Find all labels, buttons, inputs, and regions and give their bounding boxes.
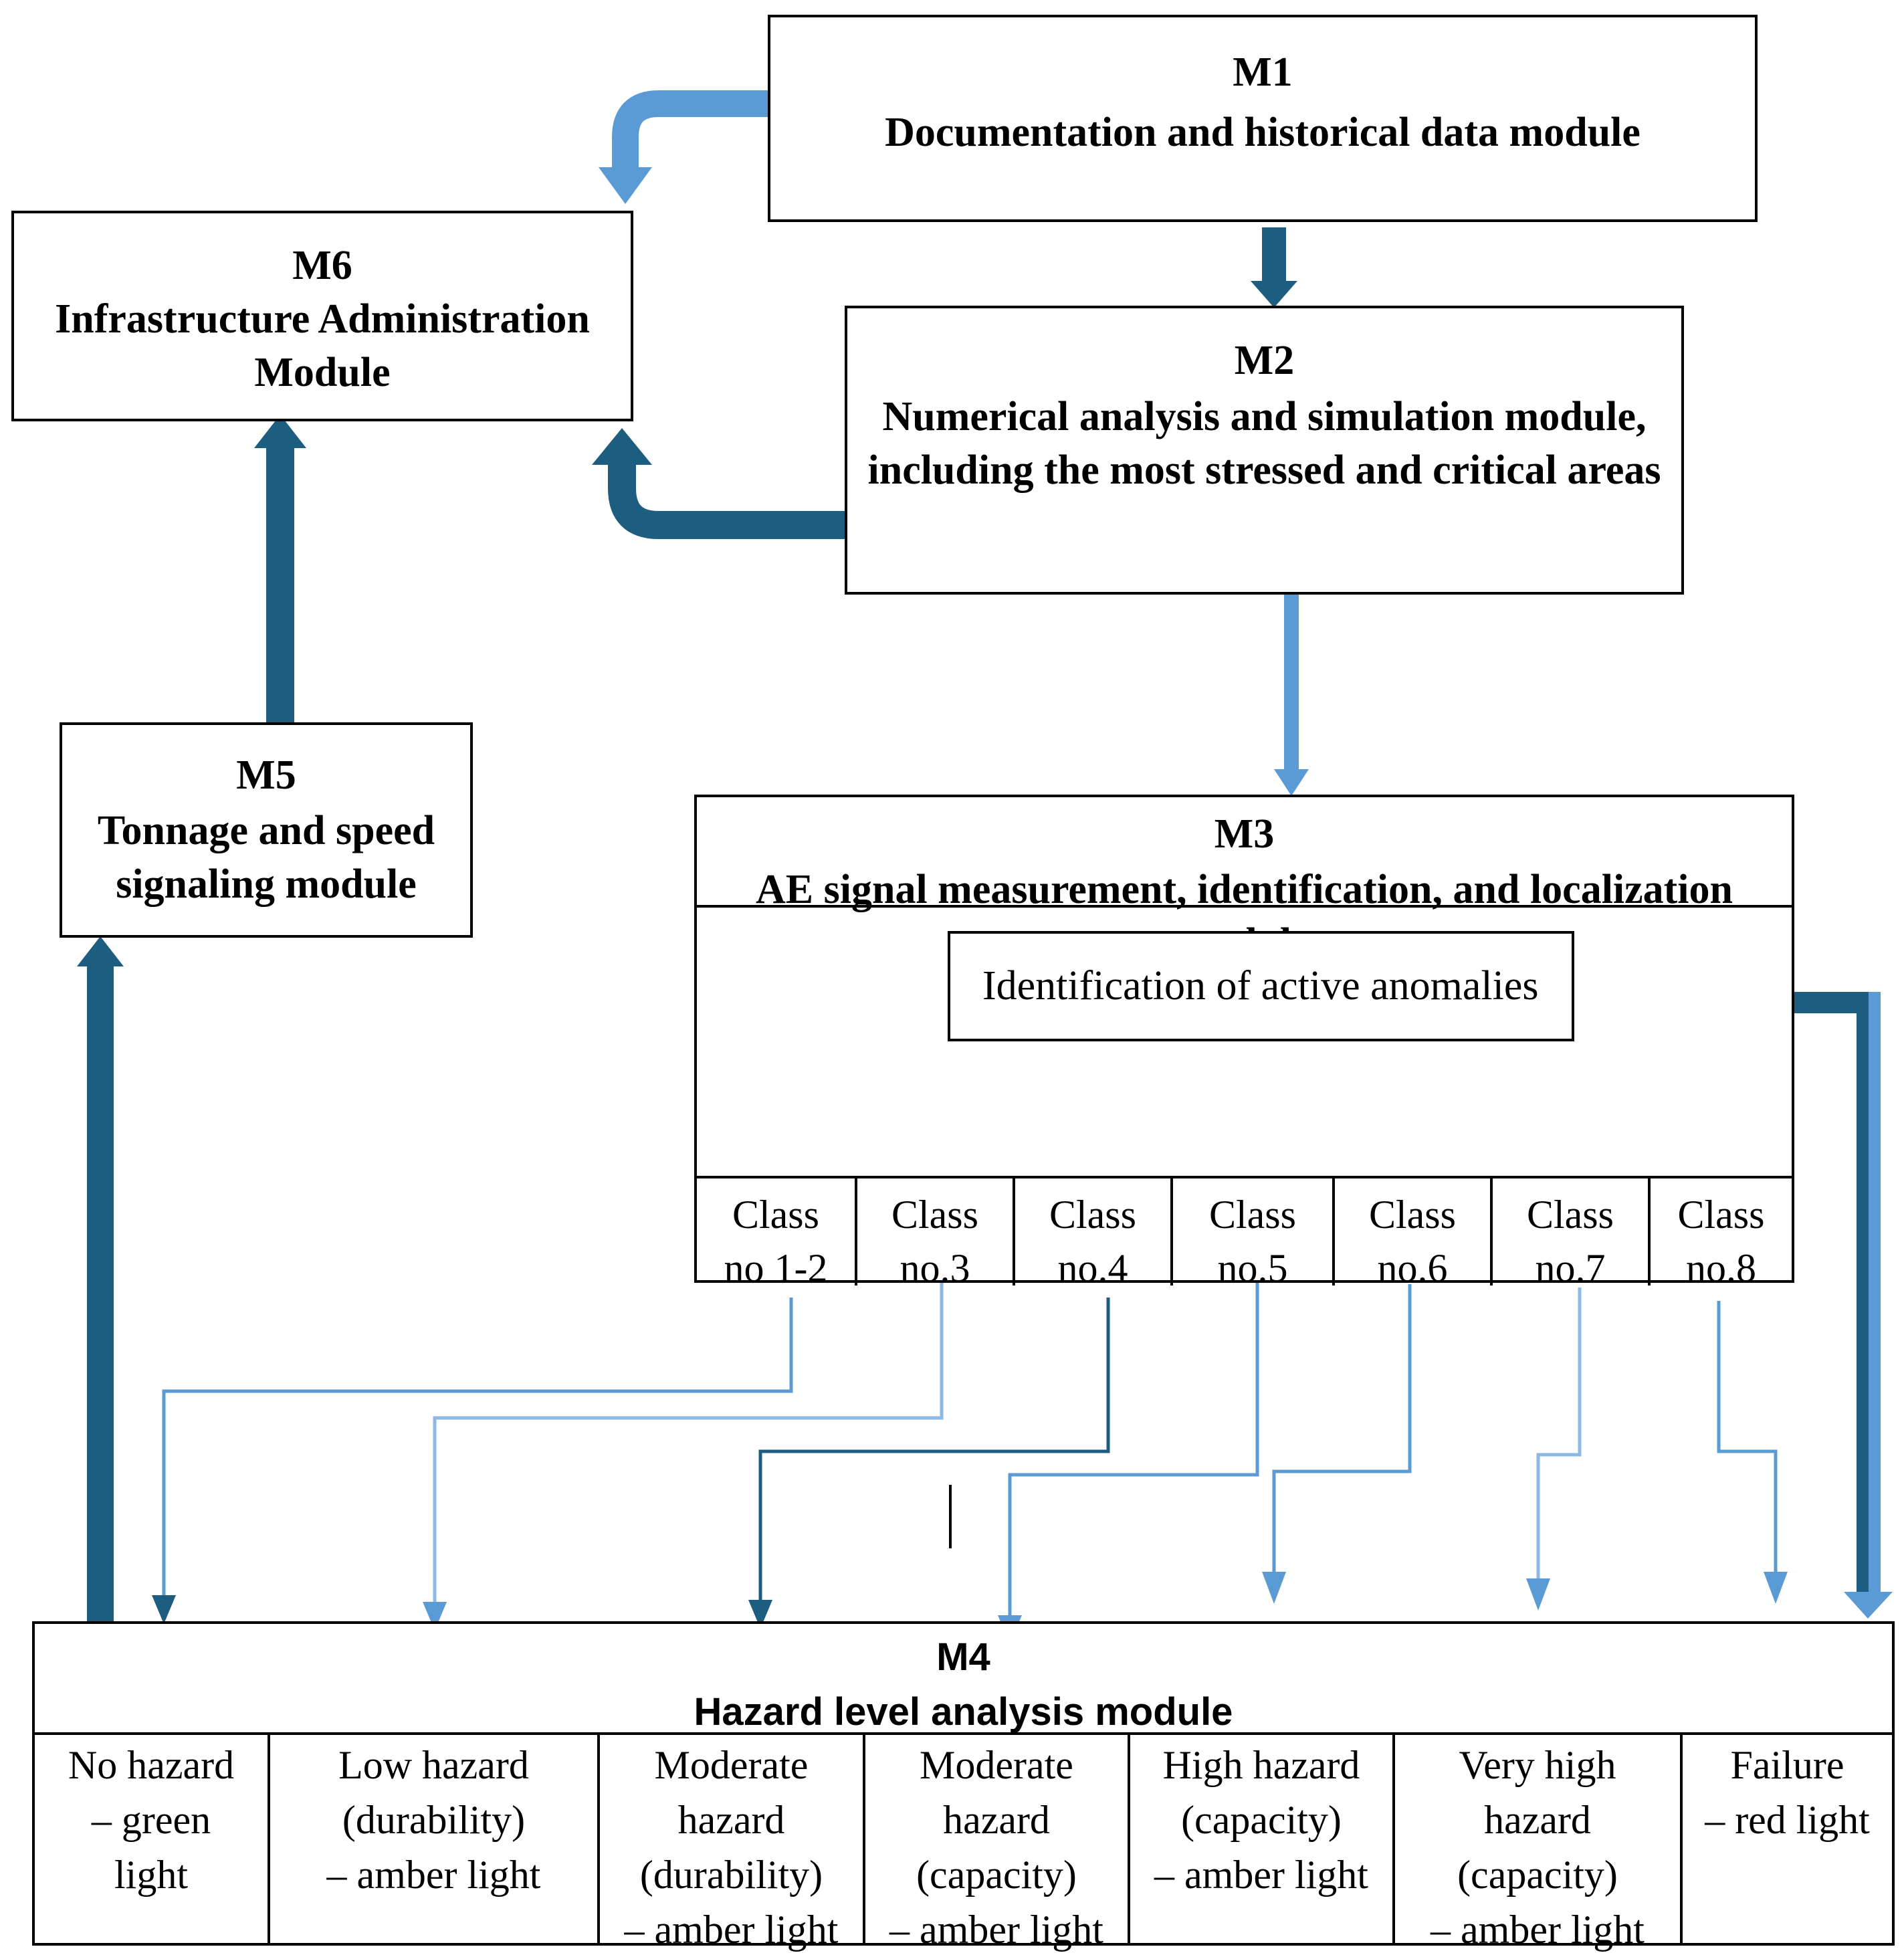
m6-name-line2: Module (254, 350, 391, 395)
hazard-high-capacity: High hazard (capacity) – amber light (1130, 1735, 1395, 1946)
m1-name: Documentation and historical data module (885, 110, 1641, 155)
class-label: Class (1526, 1193, 1614, 1237)
class-cell-3: Class no.3 (857, 1178, 1015, 1290)
arrow-m4-to-m5 (77, 936, 124, 1685)
m2-name-line2: including the most stressed and critical… (867, 447, 1661, 493)
class-cell-7: Class no.7 (1493, 1178, 1651, 1290)
hazard-line: (capacity) (1457, 1853, 1618, 1897)
m3-identification-label: Identification of active anomalies (982, 963, 1539, 1009)
hazard-line: – amber light (1154, 1853, 1368, 1897)
arrow-m1-to-m2 (1251, 227, 1297, 308)
hazard-line: hazard (677, 1798, 785, 1842)
m2-name-line1: Numerical analysis and simulation module… (882, 394, 1647, 439)
m4-name: Hazard level analysis module (694, 1690, 1233, 1734)
module-m3: M3 AE signal measurement, identification… (694, 795, 1794, 1290)
hazard-line: (durability) (639, 1853, 823, 1897)
hazard-line: Failure (1730, 1743, 1844, 1787)
m6-code: M6 (292, 243, 352, 288)
hazard-moderate-durability: Moderate hazard (durability) – amber light (600, 1735, 865, 1952)
hazard-line: Low hazard (338, 1743, 529, 1787)
m4-code: M4 (936, 1635, 990, 1679)
hazard-line: – green (91, 1798, 211, 1842)
m3-code: M3 (1214, 811, 1275, 857)
class-label: Class (1677, 1193, 1765, 1237)
hazard-line: – amber light (326, 1853, 541, 1897)
class-cell-1-2: Class no 1-2 (697, 1178, 857, 1290)
hazard-line: – amber light (1431, 1908, 1645, 1952)
class-number: no.7 (1535, 1246, 1606, 1290)
m3-identification-box: Identification of active anomalies (948, 931, 1574, 1041)
module-m6: M6 Infrastructure Administration Module (11, 211, 633, 421)
hazard-line: (durability) (342, 1798, 526, 1842)
hazard-line: – amber light (889, 1908, 1103, 1952)
hazard-line: – red light (1705, 1798, 1870, 1842)
class-number: no.3 (900, 1246, 970, 1290)
class-label: Class (1049, 1193, 1137, 1237)
arrow-m1-to-m6 (599, 90, 770, 204)
class-number: no.6 (1377, 1246, 1448, 1290)
hazard-line: No hazard (68, 1743, 235, 1787)
hazard-line: Very high (1459, 1743, 1616, 1787)
arrow-m2-to-m3 (1274, 592, 1309, 796)
hazard-line: (capacity) (916, 1853, 1077, 1897)
class-label: Class (1368, 1193, 1457, 1237)
hazard-very-high-capacity: Very high hazard (capacity) – amber light (1395, 1735, 1683, 1952)
class-number: no.5 (1217, 1246, 1288, 1290)
hazard-line: light (114, 1853, 188, 1897)
hazard-line: – amber light (624, 1908, 839, 1952)
hazard-line: High hazard (1162, 1743, 1360, 1787)
stray-mark (949, 1485, 952, 1548)
class-cell-5: Class no.5 (1173, 1178, 1335, 1290)
hazard-moderate-capacity: Moderate hazard (capacity) – amber light (865, 1735, 1130, 1952)
class-cell-8: Class no.8 (1651, 1178, 1792, 1290)
hazard-line: Moderate (920, 1743, 1073, 1787)
arrow-m3-to-m4-right (1794, 992, 1893, 1619)
m2-code: M2 (1234, 338, 1295, 383)
class-label: Class (1208, 1193, 1297, 1237)
m5-name-line2: signaling module (116, 861, 417, 907)
m4-hazard-row: No hazard – green light Low hazard (durabil… (35, 1732, 1892, 1952)
m6-name-line1: Infrastructure Administration (55, 296, 590, 342)
m5-code: M5 (236, 752, 296, 798)
class-cell-4: Class no.4 (1015, 1178, 1173, 1290)
class-label: Class (891, 1193, 979, 1237)
module-m1: M1 Documentation and historical data mod… (768, 15, 1758, 222)
hazard-line: hazard (943, 1798, 1050, 1842)
class-to-hazard-lines (162, 1277, 1778, 1619)
class-number: no.8 (1686, 1246, 1756, 1290)
module-m4: M4 Hazard level analysis module No hazar… (32, 1621, 1895, 1952)
module-m2: M2 Numerical analysis and simulation mod… (845, 306, 1684, 595)
hazard-line: Moderate (654, 1743, 809, 1787)
class-cell-6: Class no.6 (1335, 1178, 1493, 1290)
arrow-m2-to-m6 (592, 428, 846, 539)
hazard-failure: Failure – red light (1683, 1735, 1892, 1946)
hazard-line: (capacity) (1181, 1798, 1342, 1842)
class-label: Class (732, 1193, 820, 1237)
m3-header-divider (697, 905, 1792, 908)
module-m5: M5 Tonnage and speed signaling module (60, 722, 473, 938)
arrow-m5-to-m6 (254, 415, 306, 732)
m5-name-line1: Tonnage and speed (97, 808, 435, 853)
m3-class-row: Class no 1-2 Class no.3 Class no.4 Class no.… (697, 1176, 1792, 1290)
class-number: no 1-2 (724, 1246, 828, 1290)
class-number: no.4 (1057, 1246, 1128, 1290)
m1-code: M1 (1233, 49, 1293, 95)
hazard-no-hazard: No hazard – green light (35, 1735, 270, 1946)
hazard-low-durability: Low hazard (durability) – amber light (270, 1735, 600, 1946)
hazard-line: hazard (1484, 1798, 1591, 1842)
